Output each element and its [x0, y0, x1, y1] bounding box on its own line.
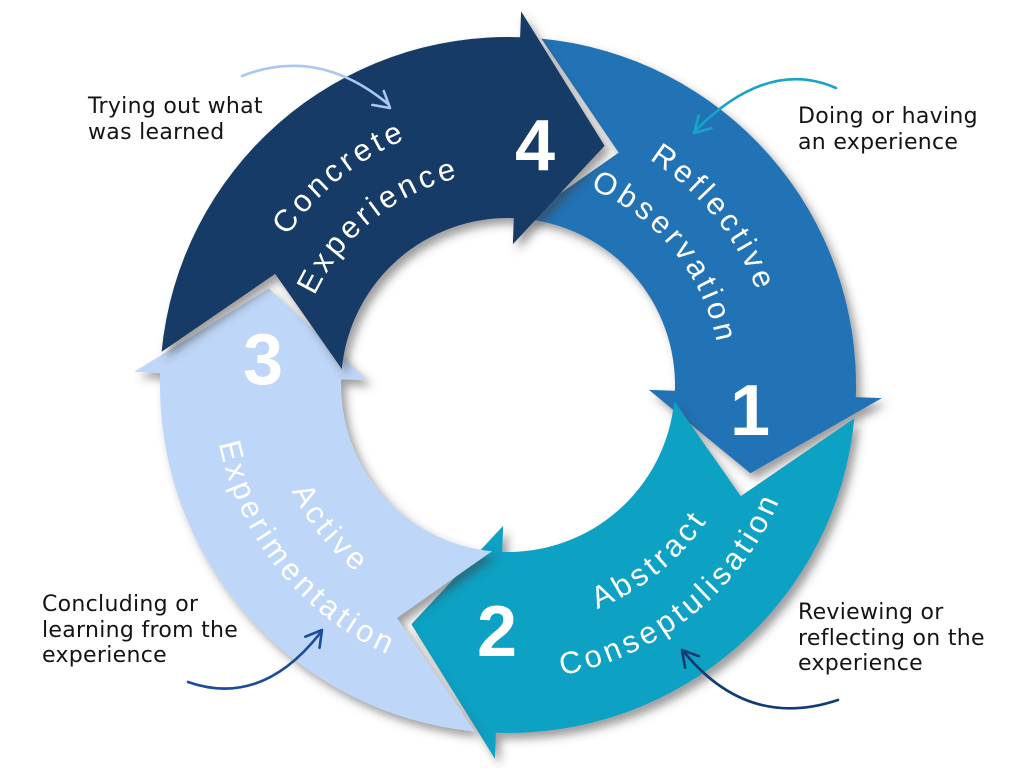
- annotation-concluding: Concluding or learning from the experien…: [42, 592, 239, 669]
- annotation-arrow-abstract-conseptulisation: [680, 648, 840, 710]
- segment-active-experimentation: [134, 288, 492, 732]
- annotation-trying-out: Trying out what was learned: [88, 94, 263, 145]
- annotation-arrow-reflective-observation: [692, 77, 838, 135]
- segment-concrete-experience: [161, 11, 605, 369]
- annotation-doing-or-having: Doing or having an experience: [798, 104, 978, 155]
- segment-abstract-conseptulisation: [411, 401, 855, 759]
- stage-number-2: 2: [477, 592, 517, 672]
- annotation-arrow-concrete-experience: [240, 64, 392, 110]
- stage-number-4: 4: [515, 106, 555, 186]
- annotation-arrow-active-experimentation: [186, 628, 324, 690]
- segment-reflective-observation: [524, 38, 882, 474]
- stage-number-3: 3: [243, 320, 283, 400]
- stage-number-1: 1: [730, 371, 770, 451]
- annotation-reviewing: Reviewing or reflecting on the experienc…: [798, 600, 985, 677]
